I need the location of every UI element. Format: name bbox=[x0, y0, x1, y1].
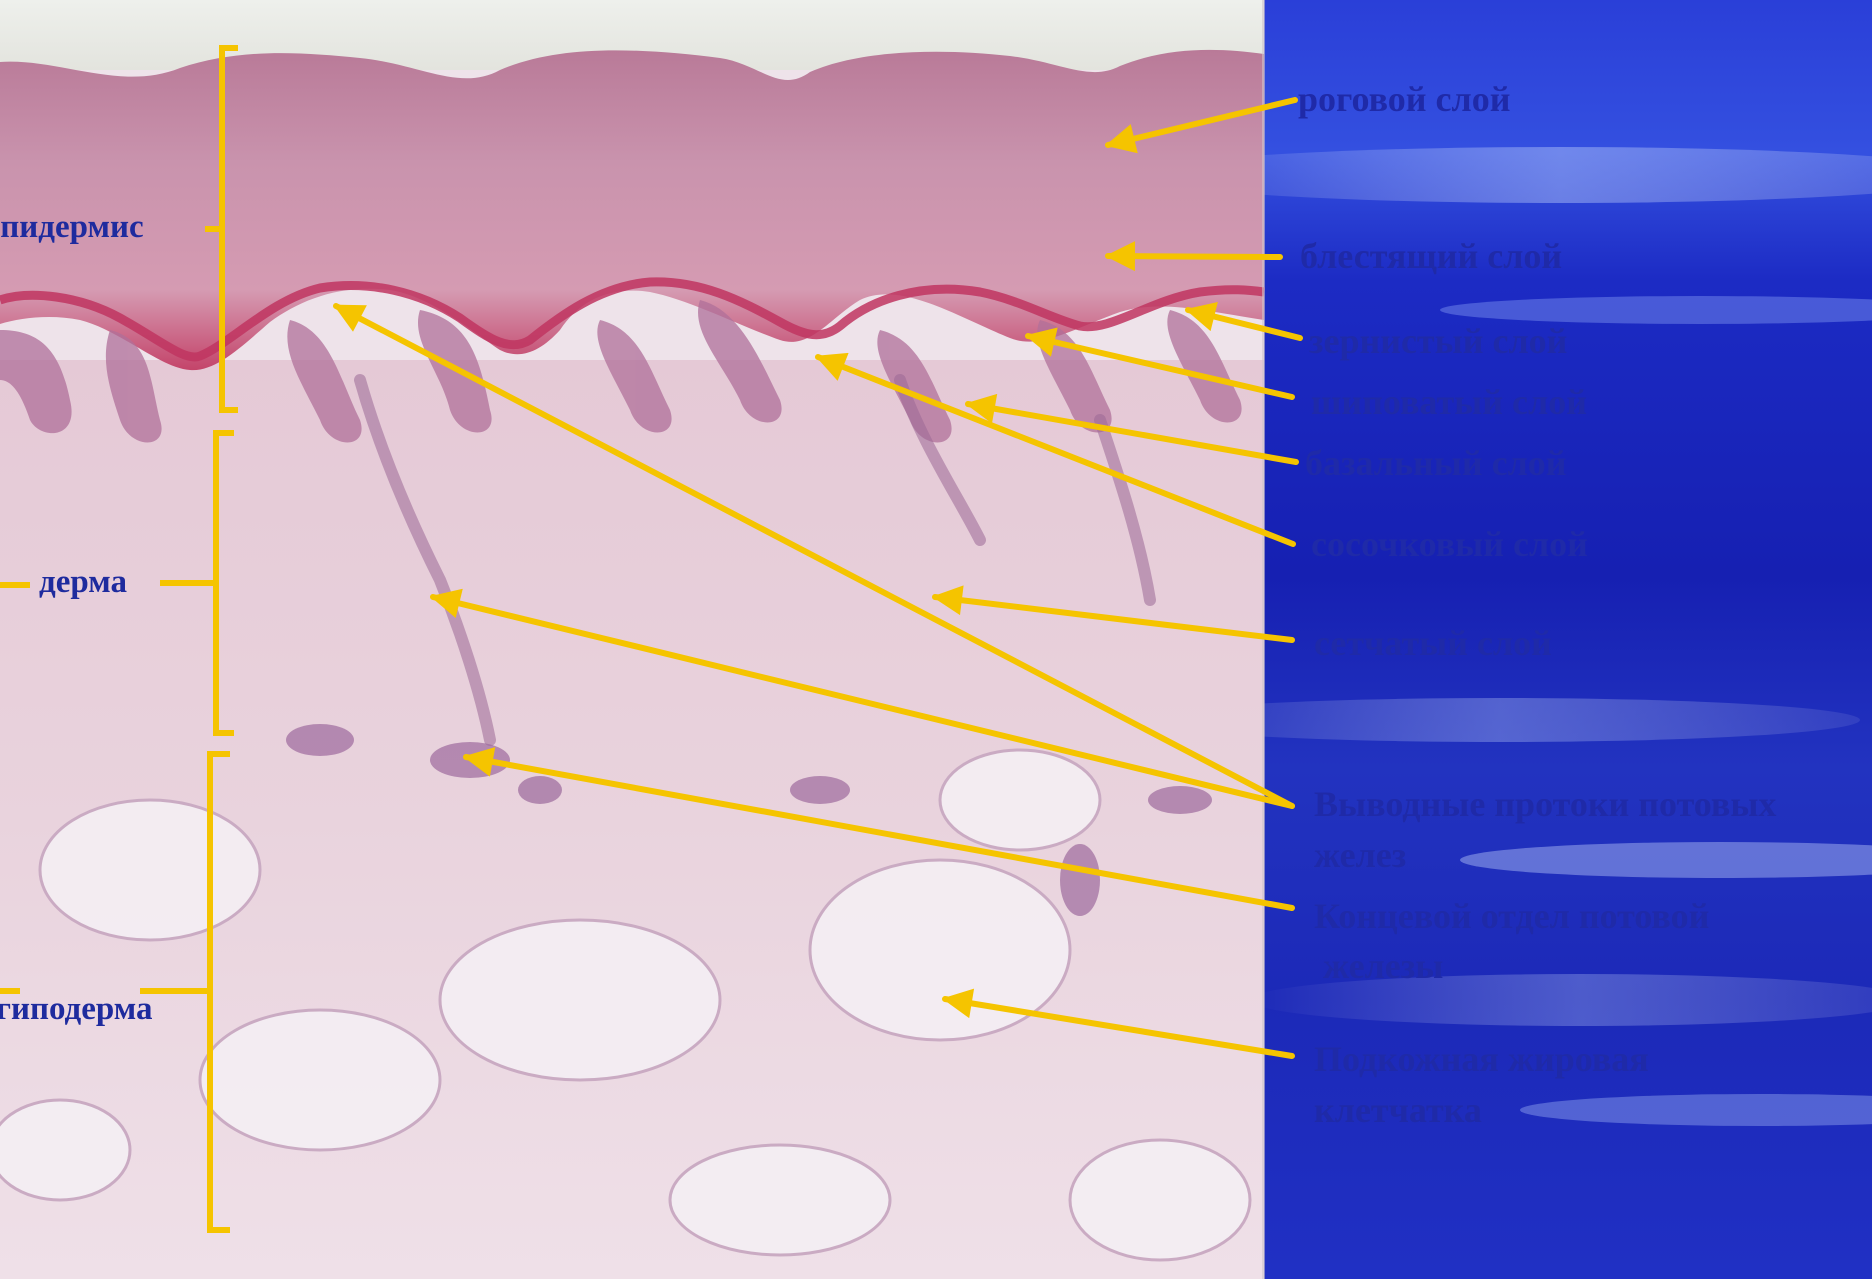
label-papillary-layer: сосочковый слой bbox=[1311, 519, 1588, 569]
label-stratum-corneum: роговой слой bbox=[1298, 74, 1510, 124]
label-dermis: дерма bbox=[39, 566, 127, 599]
label-stratum-basale: базальный слой bbox=[1305, 438, 1567, 488]
label-fat-tissue-line2: клетчатка bbox=[1314, 1085, 1482, 1135]
label-sweat-ducts-line2: желез bbox=[1314, 830, 1406, 880]
label-reticular-layer: сетчатый слой bbox=[1314, 618, 1552, 668]
label-epidermis: эпидермис bbox=[0, 211, 144, 244]
label-sweat-ducts-line1: Выводные протоки потовых bbox=[1314, 779, 1776, 829]
arrow-stratum-lucidum bbox=[1108, 256, 1280, 257]
label-stratum-spinosum: шиповатый слой bbox=[1311, 377, 1587, 427]
label-fat-tissue-line1: Подкожная жировая bbox=[1314, 1034, 1649, 1084]
skin-micrograph bbox=[0, 0, 1265, 1279]
label-stratum-lucidum: блестящий слой bbox=[1300, 231, 1562, 281]
label-hypodermis: гиподерма bbox=[0, 993, 153, 1026]
label-sweat-gland-end-line2: железы bbox=[1314, 941, 1443, 991]
label-stratum-granulosum: зернистый слой bbox=[1309, 316, 1567, 366]
label-sweat-gland-end-line1: Концевой отдел потовой bbox=[1314, 891, 1709, 941]
